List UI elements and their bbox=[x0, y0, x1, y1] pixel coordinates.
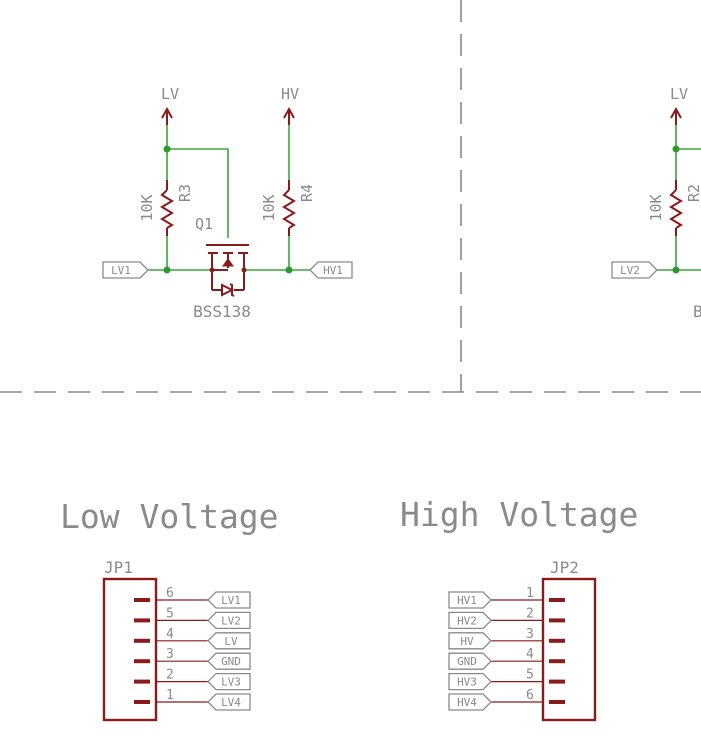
pin-net-label: HV4 bbox=[457, 696, 477, 709]
pin-net-label: HV1 bbox=[457, 594, 477, 607]
q-value-partial: B bbox=[693, 302, 701, 321]
net-label-lv2: LV2 bbox=[611, 261, 658, 279]
resistor-r4: 10K R4 bbox=[260, 180, 316, 236]
svg-text:10K: 10K bbox=[647, 194, 665, 221]
lv-supply-label: LV bbox=[161, 85, 179, 103]
level-shifter-2: LV 10K R2 LV2 B bbox=[611, 85, 701, 321]
hv-supply-label: HV bbox=[281, 85, 299, 103]
resistor-r3: 10K R3 bbox=[138, 180, 194, 236]
junction bbox=[285, 266, 293, 274]
pin-number: 3 bbox=[526, 627, 534, 642]
svg-text:LV: LV bbox=[670, 85, 688, 103]
svg-text:LV1: LV1 bbox=[111, 264, 131, 277]
pin-number: 4 bbox=[526, 647, 534, 662]
pin-number: 3 bbox=[166, 647, 174, 662]
pin-net-label: GND bbox=[457, 655, 477, 668]
pin-number: 5 bbox=[166, 606, 174, 621]
r3-value: 10K bbox=[138, 194, 156, 221]
pin-net-label: LV2 bbox=[221, 614, 241, 627]
pin-net-label: LV3 bbox=[221, 676, 241, 689]
pin-net-label: GND bbox=[221, 655, 241, 668]
lv-supply-symbol-2: LV bbox=[670, 85, 688, 125]
junction bbox=[163, 145, 171, 153]
r4-name: R4 bbox=[298, 184, 316, 202]
resistor-r2: 10K R2 bbox=[647, 180, 701, 236]
header-pin-row: 3HV bbox=[448, 627, 565, 650]
pin-number: 2 bbox=[166, 668, 174, 683]
junction bbox=[672, 145, 680, 153]
junction bbox=[163, 266, 171, 274]
hv-supply-symbol: HV bbox=[281, 85, 299, 125]
pin-number: 6 bbox=[526, 688, 534, 703]
svg-text:R2: R2 bbox=[685, 184, 701, 202]
r3-name: R3 bbox=[176, 184, 194, 202]
q1-value: BSS138 bbox=[193, 302, 251, 321]
svg-text:LV2: LV2 bbox=[620, 264, 640, 277]
junction bbox=[209, 267, 215, 273]
pin-number: 2 bbox=[526, 606, 534, 621]
net-label-hv1: HV1 bbox=[309, 261, 353, 279]
pin-number: 5 bbox=[526, 668, 534, 683]
q1-name: Q1 bbox=[195, 215, 213, 233]
svg-text:HV1: HV1 bbox=[323, 264, 343, 277]
pin-number: 1 bbox=[166, 688, 174, 703]
high-voltage-title: High Voltage bbox=[400, 495, 638, 534]
jp2-ref: JP2 bbox=[550, 558, 579, 577]
pin-number: 4 bbox=[166, 627, 174, 642]
pin-net-label: LV4 bbox=[221, 696, 241, 709]
junction bbox=[241, 267, 247, 273]
pin-net-label: LV1 bbox=[221, 594, 241, 607]
pin-net-label: HV3 bbox=[457, 676, 477, 689]
net-label-lv1: LV1 bbox=[102, 261, 149, 279]
mosfet-q1: Q1 BSS138 bbox=[193, 215, 251, 321]
wires-ls1 bbox=[148, 125, 310, 271]
jp1-ref: JP1 bbox=[104, 558, 133, 577]
pin-net-label: HV bbox=[460, 635, 474, 648]
pin-net-label: LV bbox=[224, 635, 238, 648]
level-shifter-1: LV HV 10K R3 bbox=[102, 85, 353, 321]
diode-icon bbox=[221, 283, 235, 297]
pin-number: 6 bbox=[166, 586, 174, 601]
junction bbox=[672, 266, 680, 274]
mosfet-arrow-icon bbox=[222, 258, 234, 267]
low-voltage-title: Low Voltage bbox=[60, 497, 279, 536]
pin-net-label: HV2 bbox=[457, 614, 477, 627]
pin-number: 1 bbox=[526, 586, 534, 601]
r4-value: 10K bbox=[260, 194, 278, 221]
lv-supply-symbol: LV bbox=[161, 85, 179, 125]
